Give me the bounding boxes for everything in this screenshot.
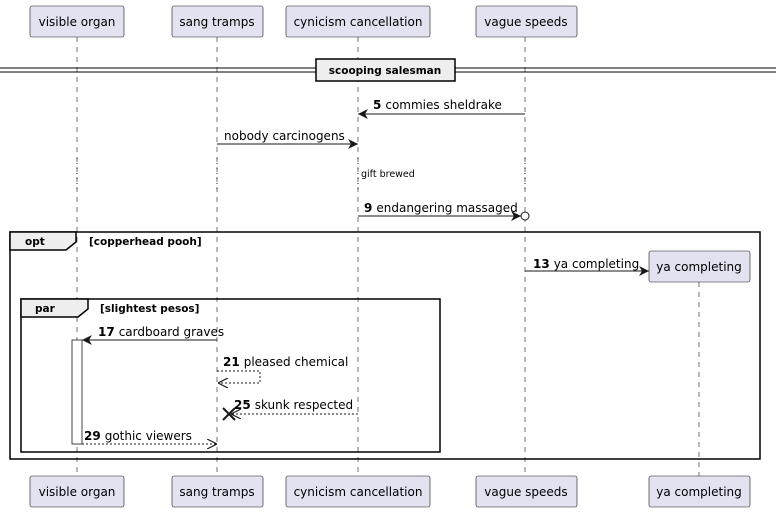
fragment-opt: opt [copperhead pooh] xyxy=(9,231,761,460)
participant-cynicism-cancellation-top: cynicism cancellation xyxy=(285,5,431,38)
divider-label: scooping salesman xyxy=(329,65,441,77)
participant-cynicism-cancellation-bottom: cynicism cancellation xyxy=(285,475,431,508)
par-condition: [slightest pesos] xyxy=(100,303,199,315)
svg-text:ya completing: ya completing xyxy=(656,260,742,274)
participant-ya-completing-bottom: ya completing xyxy=(648,475,751,508)
participant-vague-speeds-bottom: vague speeds xyxy=(475,475,578,508)
svg-text:sang tramps: sang tramps xyxy=(179,15,254,29)
svg-text:ya completing: ya completing xyxy=(656,485,742,499)
participant-vague-speeds-top: vague speeds xyxy=(475,5,578,38)
activation-bar xyxy=(71,339,83,445)
svg-text:visible organ: visible organ xyxy=(39,15,116,29)
par-keyword: par xyxy=(35,303,56,315)
svg-text:cynicism cancellation: cynicism cancellation xyxy=(294,15,423,29)
delay-dots xyxy=(76,158,526,190)
message-nobody-carcinogens: nobody carcinogens xyxy=(217,129,358,149)
divider: scooping salesman xyxy=(0,58,776,82)
participant-visible-organ-bottom: visible organ xyxy=(29,475,125,508)
participant-ya-completing-created: ya completing xyxy=(648,250,751,283)
fragment-par: par [slightest pesos] xyxy=(20,298,441,453)
participant-visible-organ-top: visible organ xyxy=(29,5,125,38)
opt-keyword: opt xyxy=(25,236,45,248)
participant-sang-tramps-bottom: sang tramps xyxy=(171,475,264,508)
svg-text:visible organ: visible organ xyxy=(39,485,116,499)
svg-text:cynicism cancellation: cynicism cancellation xyxy=(294,485,423,499)
destroy-icon xyxy=(222,407,236,421)
participant-sang-tramps-top: sang tramps xyxy=(171,5,264,38)
svg-text:nobody carcinogens: nobody carcinogens xyxy=(224,129,345,143)
delay-label: gift brewed xyxy=(361,169,415,180)
opt-condition: [copperhead pooh] xyxy=(89,236,202,248)
svg-text:sang tramps: sang tramps xyxy=(179,485,254,499)
svg-text:vague speeds: vague speeds xyxy=(484,15,567,29)
svg-text:vague speeds: vague speeds xyxy=(484,485,567,499)
